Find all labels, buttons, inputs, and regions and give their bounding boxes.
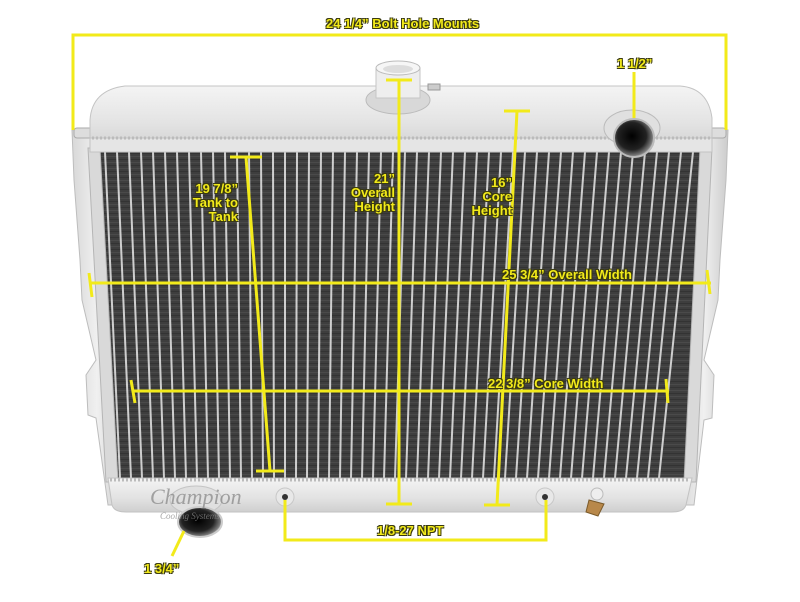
bolt-hole-mounts-label: 24 1/4” Bolt Hole Mounts — [326, 16, 480, 31]
outlet-size-label: 1 3/4” — [144, 561, 180, 576]
overall-height-label-3: Height — [354, 199, 395, 214]
core-height-label-3: Height — [471, 203, 512, 218]
brand-watermark: Champion — [150, 484, 242, 509]
tank-to-tank-label-3: Tank — [208, 209, 238, 224]
brand-watermark-sub: Cooling Systems — [160, 511, 220, 521]
core-height-label-1: 16” — [491, 175, 512, 190]
overall-height-label-2: Overall — [350, 185, 395, 200]
outlet-pipe — [169, 485, 223, 538]
tank-to-tank-label-1: 19 7/8” — [195, 181, 238, 196]
bolt-hole-mounts-dimension — [71, 33, 728, 130]
overall-height-label-1: 21” — [374, 171, 395, 186]
top-tank — [89, 85, 713, 153]
core-height-dimension — [484, 109, 530, 507]
core-width-label: 22 3/8” Core Width — [488, 376, 604, 391]
overall-width-dimension — [87, 269, 712, 298]
overall-width-label: 25 3/4” Overall Width — [502, 267, 632, 282]
core-height-label-2: Core — [482, 189, 512, 204]
tank-to-tank-dimension — [230, 155, 284, 473]
tank-to-tank-label-2: Tank to — [192, 195, 238, 210]
npt-label: 1/8-27 NPT — [377, 523, 444, 538]
inlet-pipe — [603, 109, 661, 158]
overall-height-dimension — [386, 78, 412, 506]
inlet-size-label: 1 1/2” — [617, 56, 653, 71]
npt-dimension — [283, 500, 548, 542]
outlet-leader — [170, 530, 186, 557]
core-width-dimension — [129, 378, 670, 404]
dimension-lines — [71, 33, 728, 557]
